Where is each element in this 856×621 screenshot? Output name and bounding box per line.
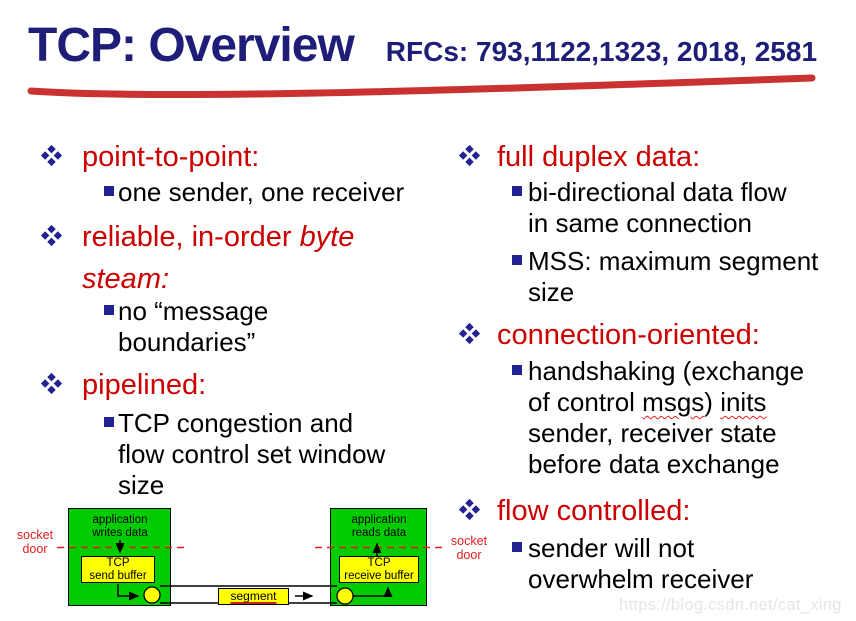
diamond-bullet-icon [40, 224, 63, 247]
heading-text-normal: reliable, in-order [82, 221, 300, 253]
send-buffer-to-socket-arrow [117, 584, 140, 601]
tcp-receive-buffer-box: TCP receive buffer [339, 556, 419, 583]
bullet-text: no “message boundaries” [118, 296, 269, 357]
bullet-text-part: sender, receiver state before data excha… [528, 418, 780, 479]
heading-text: full duplex data: [497, 141, 701, 173]
title-underline-swoosh-icon [27, 74, 816, 99]
bullet-text: MSS: maximum segment size [528, 246, 819, 307]
heading-text: flow controlled: [497, 495, 691, 527]
diamond-bullet-icon [40, 144, 63, 167]
bullet-item-no-message-boundaries: no “message boundaries” [40, 296, 448, 358]
title-rfcs-list: RFCs: 793,1122,1323, 2018, 2581 [385, 36, 818, 67]
slide-title-row: TCP: Overview RFCs: 793,1122,1323, 2018,… [28, 22, 817, 70]
square-bullet-icon [104, 305, 114, 315]
diamond-bullet-icon [40, 372, 63, 395]
bullet-item-handshaking: handshaking (exchange of control msgs) i… [455, 356, 856, 480]
heading-text: pipelined: [82, 369, 207, 401]
heading-text: point-to-point: [82, 141, 260, 173]
bullet-item-one-sender: one sender, one receiver [40, 177, 448, 208]
bullet-item-bidirectional: bi-directional data flow in same connect… [455, 177, 856, 239]
watermark-text: https://blog.csdn.net/cat_xing [619, 596, 842, 614]
receiver-socket-circle [336, 587, 354, 605]
diamond-bullet-icon [458, 322, 481, 345]
segment-label-box: segment [218, 588, 289, 605]
bullet-item-sender-overwhelm: sender will not overwhelm receiver [455, 533, 856, 595]
square-bullet-icon [104, 186, 114, 196]
square-bullet-icon [104, 417, 114, 427]
bullet-text: bi-directional data flow in same connect… [528, 177, 787, 238]
diagram-lines-overlay [57, 540, 447, 605]
tcp-socket-diagram: application writes data application read… [0, 500, 500, 621]
segment-label: segment [230, 589, 277, 603]
square-bullet-icon [512, 255, 522, 265]
sender-socket-circle [143, 586, 161, 604]
spellcheck-wavy-word: inits [720, 387, 767, 417]
square-bullet-icon [512, 186, 522, 196]
receiver-app-label: application reads data [351, 514, 407, 539]
diamond-bullet-icon [458, 144, 481, 167]
square-bullet-icon [512, 542, 522, 552]
tcp-send-buffer-box: TCP send buffer [81, 556, 155, 583]
socket-door-label-right: socket door [450, 534, 488, 562]
left-column: point-to-point: one sender, one receiver… [40, 0, 448, 621]
bullet-text: sender will not overwhelm receiver [528, 533, 754, 594]
bullet-text: TCP congestion and flow control set wind… [118, 408, 386, 500]
bullet-text: one sender, one receiver [118, 177, 405, 207]
square-bullet-icon [512, 365, 522, 375]
bullet-item-tcp-congestion: TCP congestion and flow control set wind… [40, 408, 448, 501]
heading-text-italic: byte steam: [82, 221, 355, 295]
page-title: TCP: Overview [28, 19, 355, 72]
sender-app-label: application writes data [92, 514, 148, 539]
bullet-item-mss: MSS: maximum segment size [455, 246, 856, 308]
socket-to-receive-buffer-arrow [353, 586, 393, 597]
socket-door-label-left: socket door [16, 528, 54, 556]
heading-text: connection-oriented: [497, 319, 760, 351]
bullet-heading-pipelined: pipelined: [40, 364, 448, 406]
bullet-heading-point-to-point: point-to-point: [40, 136, 448, 178]
bullet-heading-full-duplex: full duplex data: [455, 136, 856, 178]
bullet-heading-connection-oriented: connection-oriented: [455, 314, 856, 356]
spellcheck-wavy-word: msgs [642, 387, 705, 417]
bullet-heading-flow-controlled: flow controlled: [455, 490, 856, 532]
bullet-text-part: ) [704, 387, 721, 417]
right-column: full duplex data: bi-directional data fl… [455, 0, 856, 621]
bullet-text-part: handshaking (exchange of control [528, 356, 805, 417]
bullet-heading-reliable: reliable, in-order byte steam: [40, 216, 448, 300]
bullet-text: handshaking (exchange of control msgs) i… [528, 356, 804, 479]
heading-text: reliable, in-order byte steam: [82, 221, 354, 295]
